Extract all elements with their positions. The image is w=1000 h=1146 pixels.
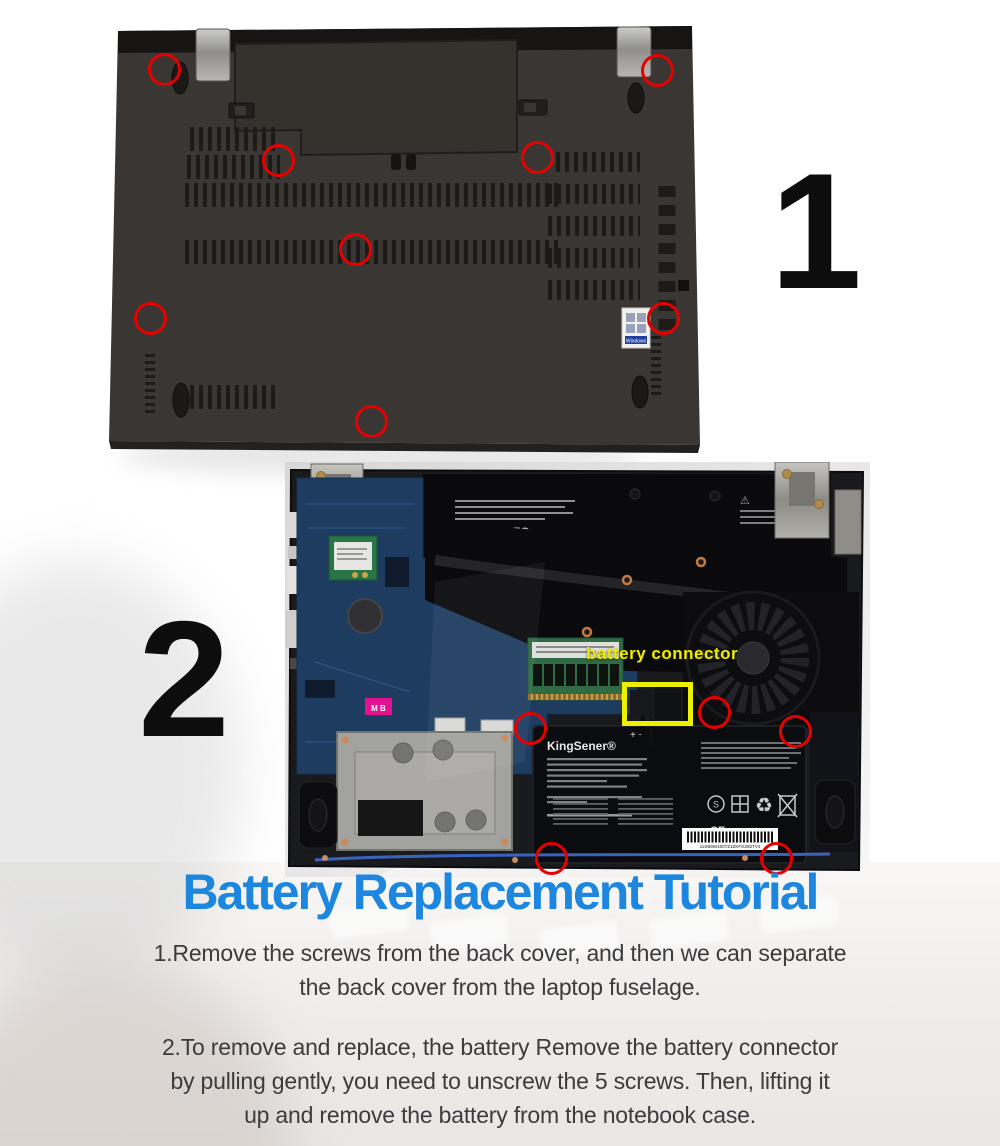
deck-screw [629, 488, 641, 500]
instruction-line: the back cover from the laptop fuselage. [299, 974, 701, 1000]
bottom-cover-photo: Windows [109, 26, 700, 453]
hdd-caddy [336, 731, 513, 851]
polarity-marks: + − [630, 730, 645, 741]
hinge-icon [774, 462, 830, 539]
front-bevel [109, 441, 700, 453]
warning-icon: ⚠ [740, 495, 750, 507]
barcode-number: 11SB8W100TZ1ZKFG282TV4 [700, 844, 761, 849]
chassis-screws [322, 855, 748, 863]
instruction-line: 2.To remove and replace, the battery Rem… [161, 1034, 839, 1060]
battery-connector-box [622, 682, 693, 726]
latch-hole [406, 154, 416, 170]
chip [305, 680, 335, 698]
mb-sticker: M B [365, 698, 392, 715]
coin-cell-battery [347, 598, 383, 634]
battery-brand: KingSener® [547, 739, 616, 753]
screw-marker [534, 841, 568, 875]
rubber-foot [171, 61, 649, 418]
screw-marker [520, 140, 554, 174]
instruction-line: up and remove the battery from the noteb… [244, 1102, 756, 1128]
side-bracket [834, 489, 862, 555]
screw-marker [133, 301, 167, 335]
screw-marker [261, 143, 295, 177]
cooling-fan [683, 590, 859, 728]
battery-caution-lines [701, 742, 801, 769]
wifi-card [328, 535, 378, 581]
screw-marker [354, 404, 388, 438]
screw-marker [147, 52, 181, 86]
screw-marker [646, 301, 680, 335]
battery-warning-table [553, 798, 673, 825]
step-1-number: 1 [770, 139, 862, 323]
screw-marker [697, 695, 731, 729]
crossed-bin-icon [777, 793, 798, 818]
ram-module [527, 637, 624, 701]
step-2-number: 2 [138, 587, 230, 771]
screw-marker [513, 711, 547, 745]
battery-connector-parts [625, 686, 681, 747]
chip [385, 557, 409, 587]
vent-grille [145, 127, 676, 416]
deck-screw [709, 490, 721, 502]
instruction-step-1: 1.Remove the screws from the back cover,… [0, 936, 1000, 1004]
mb-sticker-label: M B [371, 704, 386, 713]
screw-marker [640, 53, 674, 87]
s-mark-icon: S [713, 800, 719, 810]
instruction-line: by pulling gently, you need to unscrew t… [170, 1068, 830, 1094]
windows-sticker-label: Windows [626, 339, 647, 345]
battery-pack: KingSener® + − S ♻ [532, 725, 807, 864]
hinge-icon [195, 28, 231, 82]
instruction-step-2: 2.To remove and replace, the battery Rem… [0, 1030, 1000, 1132]
case-hole [678, 280, 689, 291]
instruction-line: 1.Remove the screws from the back cover,… [153, 940, 847, 966]
speaker [814, 779, 856, 845]
screw-marker [759, 841, 793, 875]
windows-sticker: Windows [621, 307, 651, 349]
screw-marker [778, 714, 812, 748]
recycle-icon: ♻ [755, 795, 773, 817]
page-title: Battery Replacement Tutorial [182, 864, 820, 920]
barcode-label: 11SB8W100TZ1ZKFG282TV4 [682, 828, 778, 850]
screw-marker [338, 232, 372, 266]
latch-hole [391, 154, 401, 170]
battery-connector-label: battery connector [586, 644, 739, 663]
internals-photo: CE FC ⚠ [285, 462, 870, 877]
latch-slider [228, 102, 255, 119]
latch-slider [518, 99, 548, 116]
speaker [298, 781, 338, 849]
battery-spec-lines [547, 758, 647, 817]
